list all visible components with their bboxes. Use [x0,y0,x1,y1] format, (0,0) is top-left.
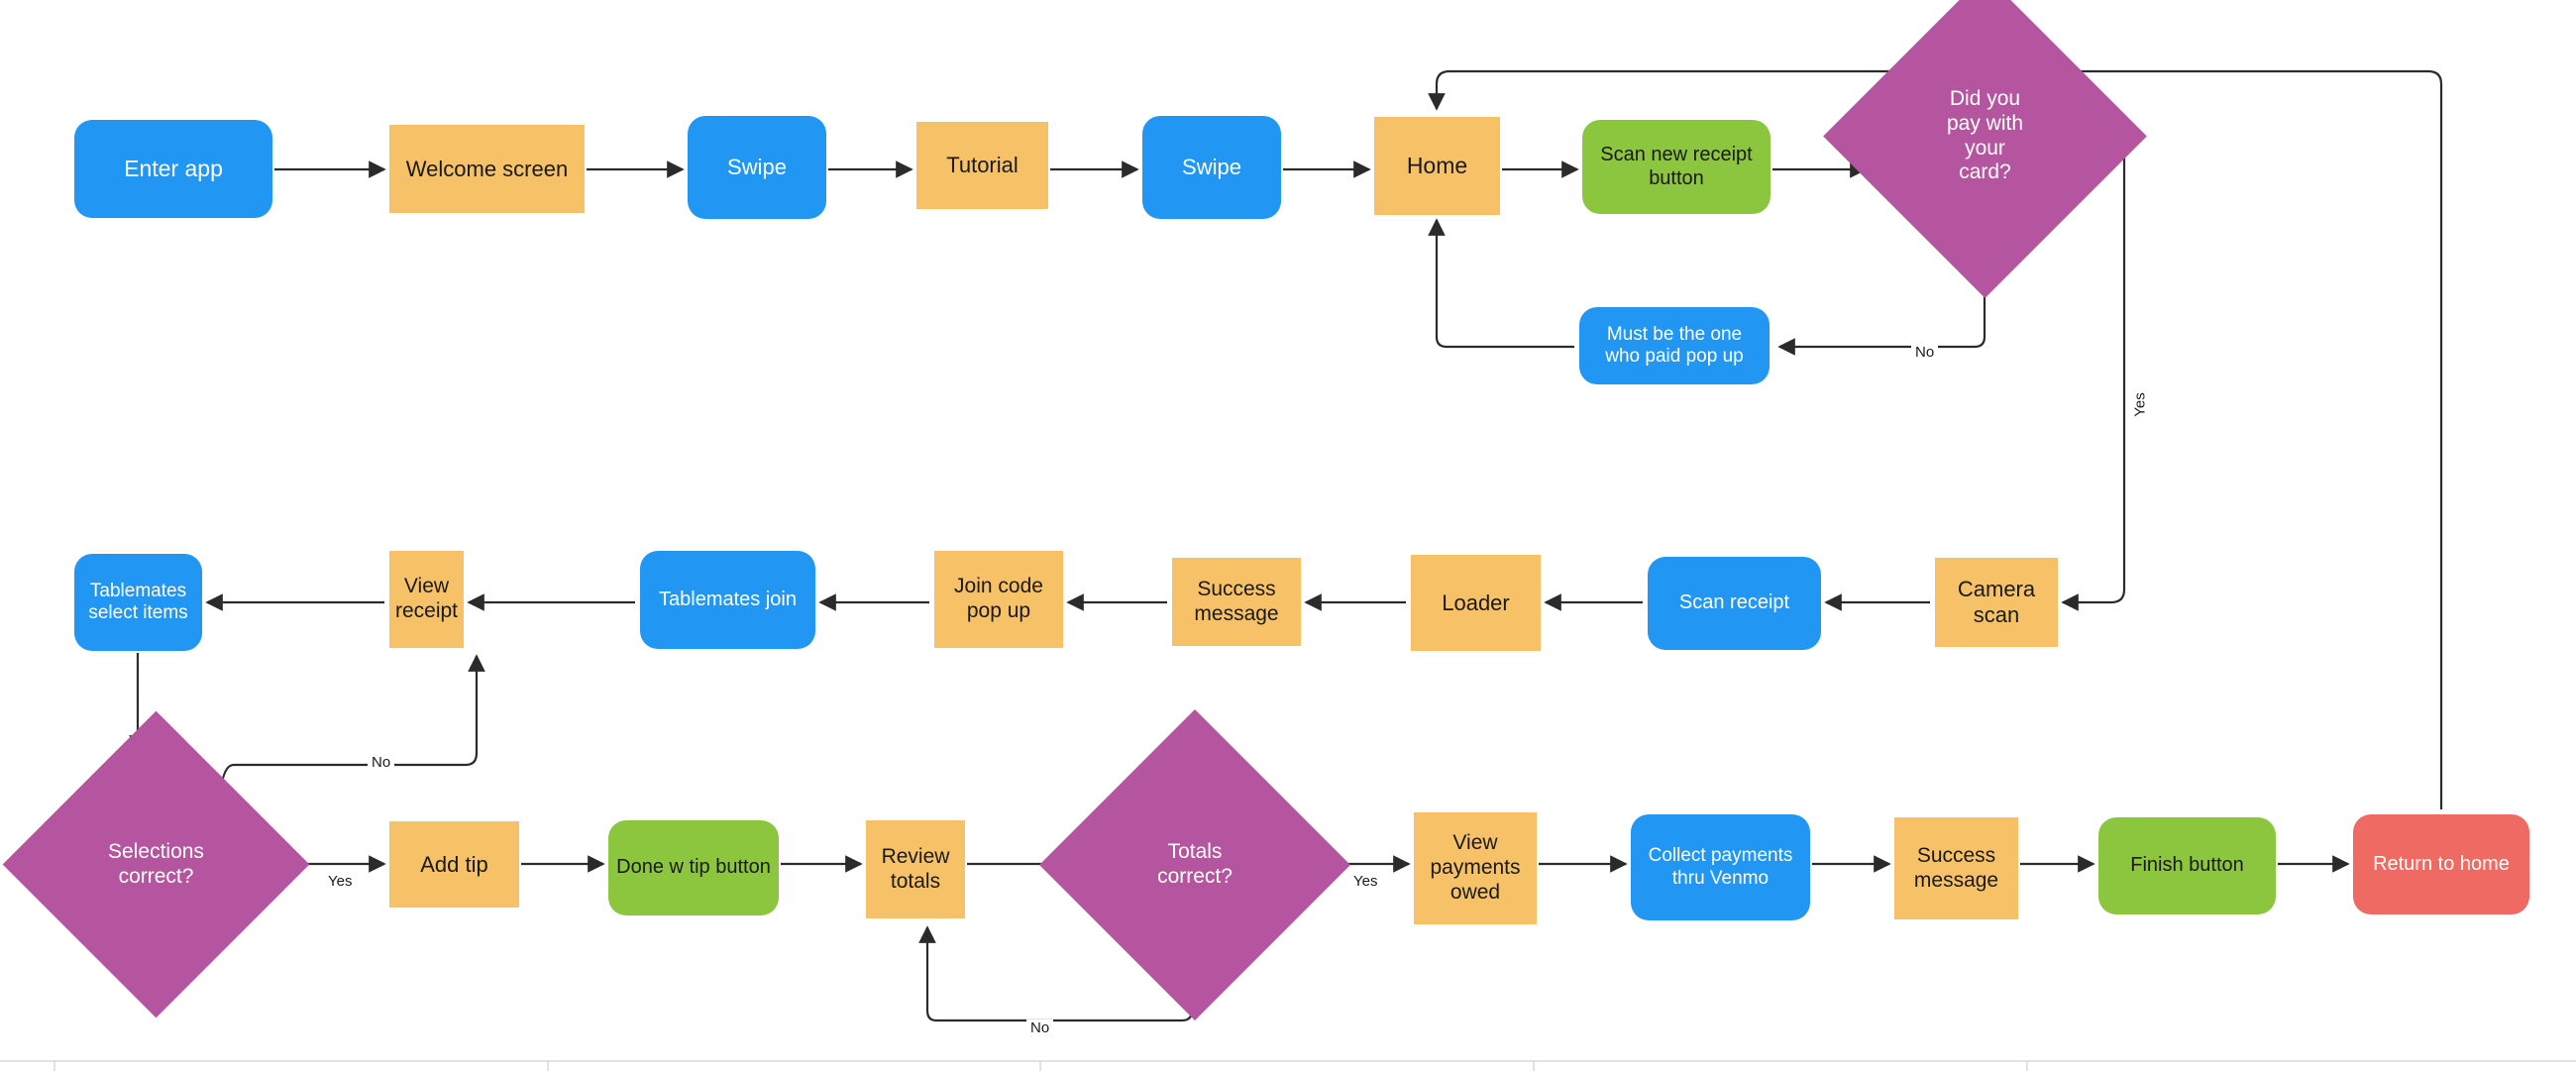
node-success-message-2-label: Success message [1913,843,1999,892]
node-collect-venmo-label: Collect payments thru Venmo [1648,845,1793,889]
node-join-code-popup[interactable]: Join code pop up [934,551,1063,648]
node-return-to-home[interactable]: Return to home [2353,814,2529,914]
node-swipe-2[interactable]: Swipe [1142,116,1281,219]
label-yes-totals: Yes [1349,873,1382,890]
node-finish-button-label: Finish button [2130,854,2244,877]
node-loader-label: Loader [1442,589,1510,615]
label-no-totals: No [1026,1019,1054,1036]
node-success-message-2[interactable]: Success message [1894,817,2018,919]
node-enter-app[interactable]: Enter app [74,120,272,218]
node-home-label: Home [1406,152,1468,178]
node-swipe-1-label: Swipe [727,155,787,180]
edge-popup-to-home [1428,218,1574,349]
node-tablemates-join-label: Tablemates join [659,588,797,610]
node-done-w-tip-label: Done w tip button [616,856,771,879]
node-tutorial[interactable]: Tutorial [916,122,1048,209]
node-add-tip-label: Add tip [420,851,488,877]
node-collect-venmo[interactable]: Collect payments thru Venmo [1631,814,1810,920]
node-selections-correct[interactable]: Selections correct? [2,710,310,1018]
node-selections-correct-label: Selections correct? [108,839,204,888]
label-no-selections: No [368,754,395,771]
page-boundary-guide [0,1049,2576,1071]
node-done-w-tip[interactable]: Done w tip button [608,820,779,915]
node-swipe-2-label: Swipe [1182,155,1241,180]
edge-card-no-to-popup [1777,252,1986,356]
label-yes-card: Yes [2131,388,2149,421]
node-loader[interactable]: Loader [1411,555,1541,651]
node-camera-scan[interactable]: Camera scan [1935,558,2058,647]
node-welcome-screen-label: Welcome screen [405,156,569,181]
label-yes-selections: Yes [324,873,357,890]
node-enter-app-label: Enter app [124,155,223,181]
node-must-be-payer-label: Must be the one who paid pop up [1605,323,1744,367]
node-finish-button[interactable]: Finish button [2098,817,2276,914]
node-return-to-home-label: Return to home [2373,852,2510,875]
node-tablemates-select-label: Tablemates select items [88,580,188,623]
node-scan-new-receipt[interactable]: Scan new receipt button [1582,120,1771,214]
node-scan-receipt[interactable]: Scan receipt [1648,557,1821,650]
node-view-receipt-label: View receipt [394,575,459,622]
node-review-totals[interactable]: Review totals [866,820,965,918]
node-totals-correct-label: Totals correct? [1157,840,1233,888]
node-add-tip[interactable]: Add tip [389,821,519,908]
node-home[interactable]: Home [1374,117,1500,215]
node-success-message-1-label: Success message [1194,577,1279,625]
node-view-payments-label: View payments owed [1430,831,1521,904]
node-success-message-1[interactable]: Success message [1172,558,1301,646]
node-camera-scan-label: Camera scan [1957,577,2036,627]
node-tablemates-join[interactable]: Tablemates join [640,551,815,649]
node-view-payments[interactable]: View payments owed [1414,812,1537,924]
node-paid-with-card[interactable]: Did you pay with your card? [1823,0,2147,298]
node-view-receipt[interactable]: View receipt [389,551,464,648]
node-welcome-screen[interactable]: Welcome screen [389,125,585,213]
node-review-totals-label: Review totals [881,844,950,893]
label-no-card: No [1911,344,1939,361]
node-must-be-payer[interactable]: Must be the one who paid pop up [1579,307,1770,384]
node-tutorial-label: Tutorial [946,153,1019,178]
node-totals-correct[interactable]: Totals correct? [1039,709,1350,1020]
node-paid-with-card-label: Did you pay with your card? [1946,86,2024,184]
node-scan-new-receipt-label: Scan new receipt button [1600,143,1753,189]
node-tablemates-select[interactable]: Tablemates select items [74,554,202,651]
node-scan-receipt-label: Scan receipt [1678,591,1790,614]
node-swipe-1[interactable]: Swipe [688,116,826,219]
node-join-code-popup-label: Join code pop up [954,575,1043,622]
